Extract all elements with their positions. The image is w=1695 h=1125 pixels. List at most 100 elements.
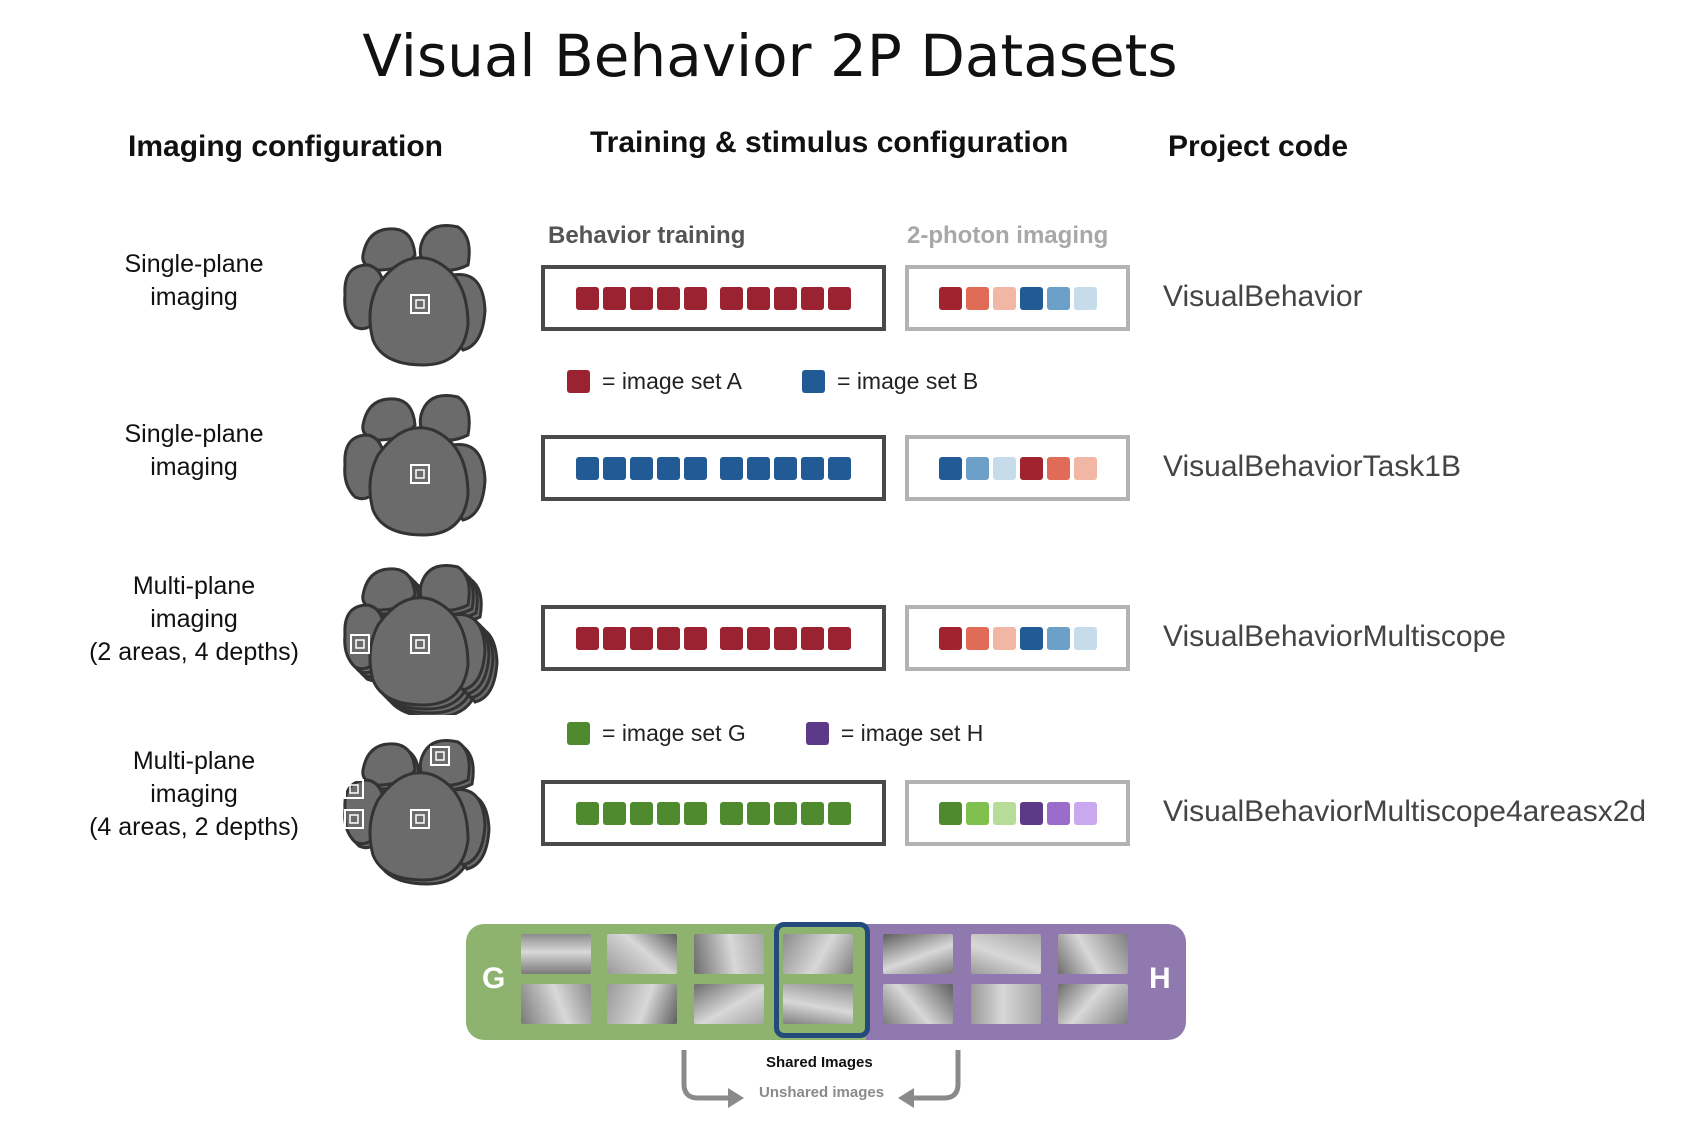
legend-row-ab: = image set A = image set B bbox=[565, 368, 978, 395]
training-image-square bbox=[630, 801, 653, 825]
training-image-square bbox=[747, 286, 770, 310]
training-image-square bbox=[684, 456, 707, 480]
training-image-square bbox=[747, 456, 770, 480]
training-image-square bbox=[774, 286, 797, 310]
training-image-square bbox=[603, 626, 626, 650]
behavior-training-subheader: Behavior training bbox=[548, 222, 746, 249]
row-label-3: Multi-plane imaging (4 areas, 2 depths) bbox=[64, 745, 324, 844]
multi-plane-brain bbox=[343, 564, 499, 715]
row-label-line: Multi-plane bbox=[132, 747, 256, 775]
imaging-image-square bbox=[1019, 626, 1043, 650]
imaging-image-square bbox=[938, 286, 962, 310]
training-image-square bbox=[603, 286, 626, 310]
training-image-square bbox=[774, 626, 797, 650]
single-plane-brain bbox=[343, 394, 487, 537]
training-image-square bbox=[684, 286, 707, 310]
training-image-square bbox=[774, 801, 797, 825]
imaging-image-square bbox=[992, 286, 1016, 310]
imaging-image-square bbox=[1019, 286, 1043, 310]
training-image-square bbox=[801, 801, 824, 825]
shared-images-outline bbox=[774, 922, 870, 1038]
natural-image-thumbnail bbox=[694, 934, 764, 974]
imaging-image-square bbox=[1019, 801, 1043, 825]
row-label-line: imaging bbox=[150, 780, 238, 808]
two-photon-imaging-box bbox=[905, 605, 1130, 671]
page-title: Visual Behavior 2P Datasets bbox=[362, 22, 1178, 90]
behavior-training-box bbox=[541, 265, 886, 331]
imaging-image-square bbox=[1019, 456, 1043, 480]
training-image-square bbox=[684, 801, 707, 825]
natural-image-thumbnail bbox=[1058, 984, 1128, 1024]
imaging-image-square bbox=[938, 456, 962, 480]
training-image-square bbox=[828, 286, 851, 310]
training-config-header: Training & stimulus configuration bbox=[590, 126, 1069, 159]
natural-image-thumbnail bbox=[883, 984, 953, 1024]
legend-label-a: = image set A bbox=[602, 368, 742, 394]
shared-images-label: Shared Images bbox=[766, 1054, 873, 1071]
row-label-line: Multi-plane bbox=[132, 572, 256, 600]
imaging-image-square bbox=[1073, 626, 1097, 650]
project-code-1: VisualBehaviorTask1B bbox=[1163, 450, 1461, 483]
arrows bbox=[681, 1050, 961, 1108]
training-image-square bbox=[747, 801, 770, 825]
row-label-line: (2 areas, 4 depths) bbox=[89, 638, 299, 666]
imaging-image-square bbox=[1046, 286, 1070, 310]
imaging-image-square bbox=[1046, 801, 1070, 825]
natural-image-thumbnail bbox=[607, 984, 677, 1024]
training-image-square bbox=[774, 456, 797, 480]
training-image-square bbox=[801, 626, 824, 650]
imaging-image-square bbox=[965, 626, 989, 650]
left-arrowhead bbox=[728, 1088, 744, 1108]
natural-image-thumbnail bbox=[971, 934, 1041, 974]
training-image-square bbox=[630, 626, 653, 650]
natural-image-thumbnail bbox=[694, 984, 764, 1024]
training-image-square bbox=[657, 456, 680, 480]
training-image-square bbox=[630, 456, 653, 480]
imaging-image-square bbox=[938, 801, 962, 825]
image-set-banner: G H bbox=[466, 922, 1186, 1040]
unshared-images-label: Unshared images bbox=[759, 1084, 885, 1101]
training-image-square bbox=[720, 456, 743, 480]
two-photon-imaging-box bbox=[905, 780, 1130, 846]
imaging-image-square bbox=[965, 286, 989, 310]
training-image-square bbox=[720, 801, 743, 825]
project-code-0: VisualBehavior bbox=[1163, 280, 1363, 313]
training-image-square bbox=[657, 286, 680, 310]
project-code-3: VisualBehaviorMultiscope4areasx2d bbox=[1163, 795, 1647, 828]
imaging-image-square bbox=[1046, 456, 1070, 480]
legend-swatch-h bbox=[805, 722, 829, 745]
set-g-letter: G bbox=[482, 962, 506, 995]
legend-label-h: = image set H bbox=[840, 720, 984, 746]
right-curved-arrow bbox=[912, 1050, 961, 1101]
imaging-image-square bbox=[965, 456, 989, 480]
training-image-square bbox=[720, 626, 743, 650]
natural-image-thumbnail bbox=[1058, 934, 1128, 974]
legend-row-gh: = image set G = image set H bbox=[565, 720, 983, 747]
training-image-square bbox=[603, 456, 626, 480]
natural-image-thumbnail bbox=[607, 934, 677, 974]
training-image-square bbox=[828, 456, 851, 480]
training-image-square bbox=[576, 286, 599, 310]
natural-image-thumbnail bbox=[783, 984, 853, 1024]
imaging-image-square bbox=[992, 801, 1016, 825]
training-image-square bbox=[603, 801, 626, 825]
project-code-header: Project code bbox=[1168, 130, 1349, 163]
project-code-2: VisualBehaviorMultiscope bbox=[1163, 620, 1506, 653]
training-image-square bbox=[720, 286, 743, 310]
set-h-letter: H bbox=[1149, 962, 1171, 995]
natural-image-thumbnail bbox=[883, 934, 953, 974]
natural-image-thumbnail bbox=[971, 984, 1041, 1024]
training-image-square bbox=[576, 626, 599, 650]
imaging-image-square bbox=[992, 456, 1016, 480]
legend-swatch-a bbox=[567, 370, 590, 393]
training-image-square bbox=[747, 626, 770, 650]
single-plane-brain bbox=[343, 224, 487, 367]
imaging-image-square bbox=[1073, 286, 1097, 310]
training-image-square bbox=[630, 286, 653, 310]
training-image-square bbox=[657, 626, 680, 650]
row-label-line: (4 areas, 2 depths) bbox=[89, 813, 299, 841]
imaging-config-header: Imaging configuration bbox=[128, 130, 443, 163]
